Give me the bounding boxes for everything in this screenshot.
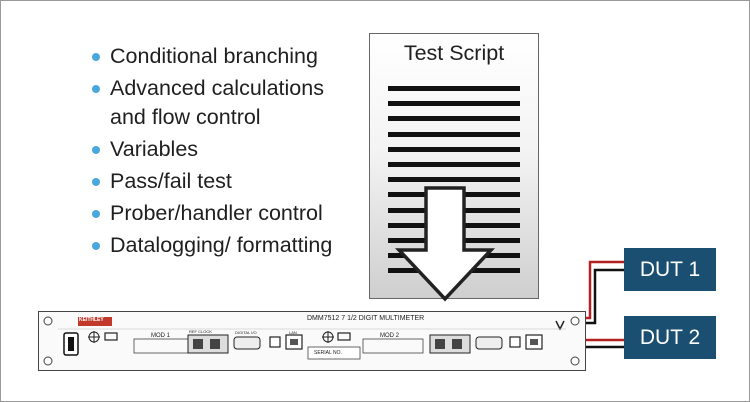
mount-hole-icon [570,356,579,365]
feature-item: Variables [92,135,362,164]
digital-io-port-icon [233,336,260,349]
feature-item: Conditional branching [92,42,362,71]
serial-plate [307,346,360,359]
lan-label: LAN [289,330,297,335]
feature-item: Datalogging/ formatting [92,231,362,260]
bullet-dot-icon [92,210,100,218]
mount-hole-icon [570,316,579,325]
brand-label: KEITHLEY [79,317,104,323]
feature-list: Conditional branching Advanced calculati… [92,42,362,263]
test-script-title: Test Script [403,41,505,65]
mount-hole-icon [43,316,52,325]
instrument-panel-graphic [43,316,579,365]
usb-b-port-icon [268,335,281,348]
feature-item: Pass/fail test [92,167,362,196]
script-line [388,177,520,183]
feature-label: Conditional branching [110,44,318,68]
usb-port-icon [336,331,351,341]
mount-hole-icon [43,356,52,365]
usb-port-icon [103,331,118,341]
dut-2-label: DUT 2 [639,326,701,349]
bullet-dot-icon [92,53,100,61]
module-2-label: MOD 2 [380,333,400,339]
script-line [388,146,520,152]
dut-2-box: DUT 2 [624,316,716,359]
script-line [388,116,520,122]
multimeter-rear-panel: KEITHLEY DMM7512 7 1/2 DIGIT MULTIMETER … [38,311,586,371]
usb-b-port-icon [508,335,521,348]
module-1-label: MOD 1 [151,333,171,339]
feature-item: Prober/handler control [92,199,362,228]
dut-1-box: DUT 1 [624,248,716,291]
serial-label: SERIAL NO. [314,350,342,356]
bullet-dot-icon [92,85,100,93]
dut-1-label: DUT 1 [639,258,701,281]
down-arrow-icon [395,186,495,302]
feature-label: Datalogging/ formatting [110,233,333,257]
bullet-dot-icon [92,242,100,250]
feature-label: Advanced calculations and flow control [110,76,324,129]
instrument-model-label: DMM7512 7 1/2 DIGIT MULTIMETER [307,315,425,322]
bullet-dot-icon [92,146,100,154]
feature-label: Pass/fail test [110,169,232,193]
brand-badge [77,316,112,326]
script-line [388,131,520,137]
digital-io-label: DIGITAL I/O [235,330,257,335]
script-line [388,161,520,167]
logo-mark-icon [554,320,565,331]
refclock-label: REF CLOCK [189,329,212,334]
bullet-dot-icon [92,178,100,186]
feature-item: Advanced calculations and flow control [92,74,362,132]
script-line [388,86,520,91]
script-line [388,101,520,107]
digital-io-port-icon [475,336,502,349]
feature-label: Variables [110,137,199,161]
feature-label: Prober/handler control [110,201,323,225]
